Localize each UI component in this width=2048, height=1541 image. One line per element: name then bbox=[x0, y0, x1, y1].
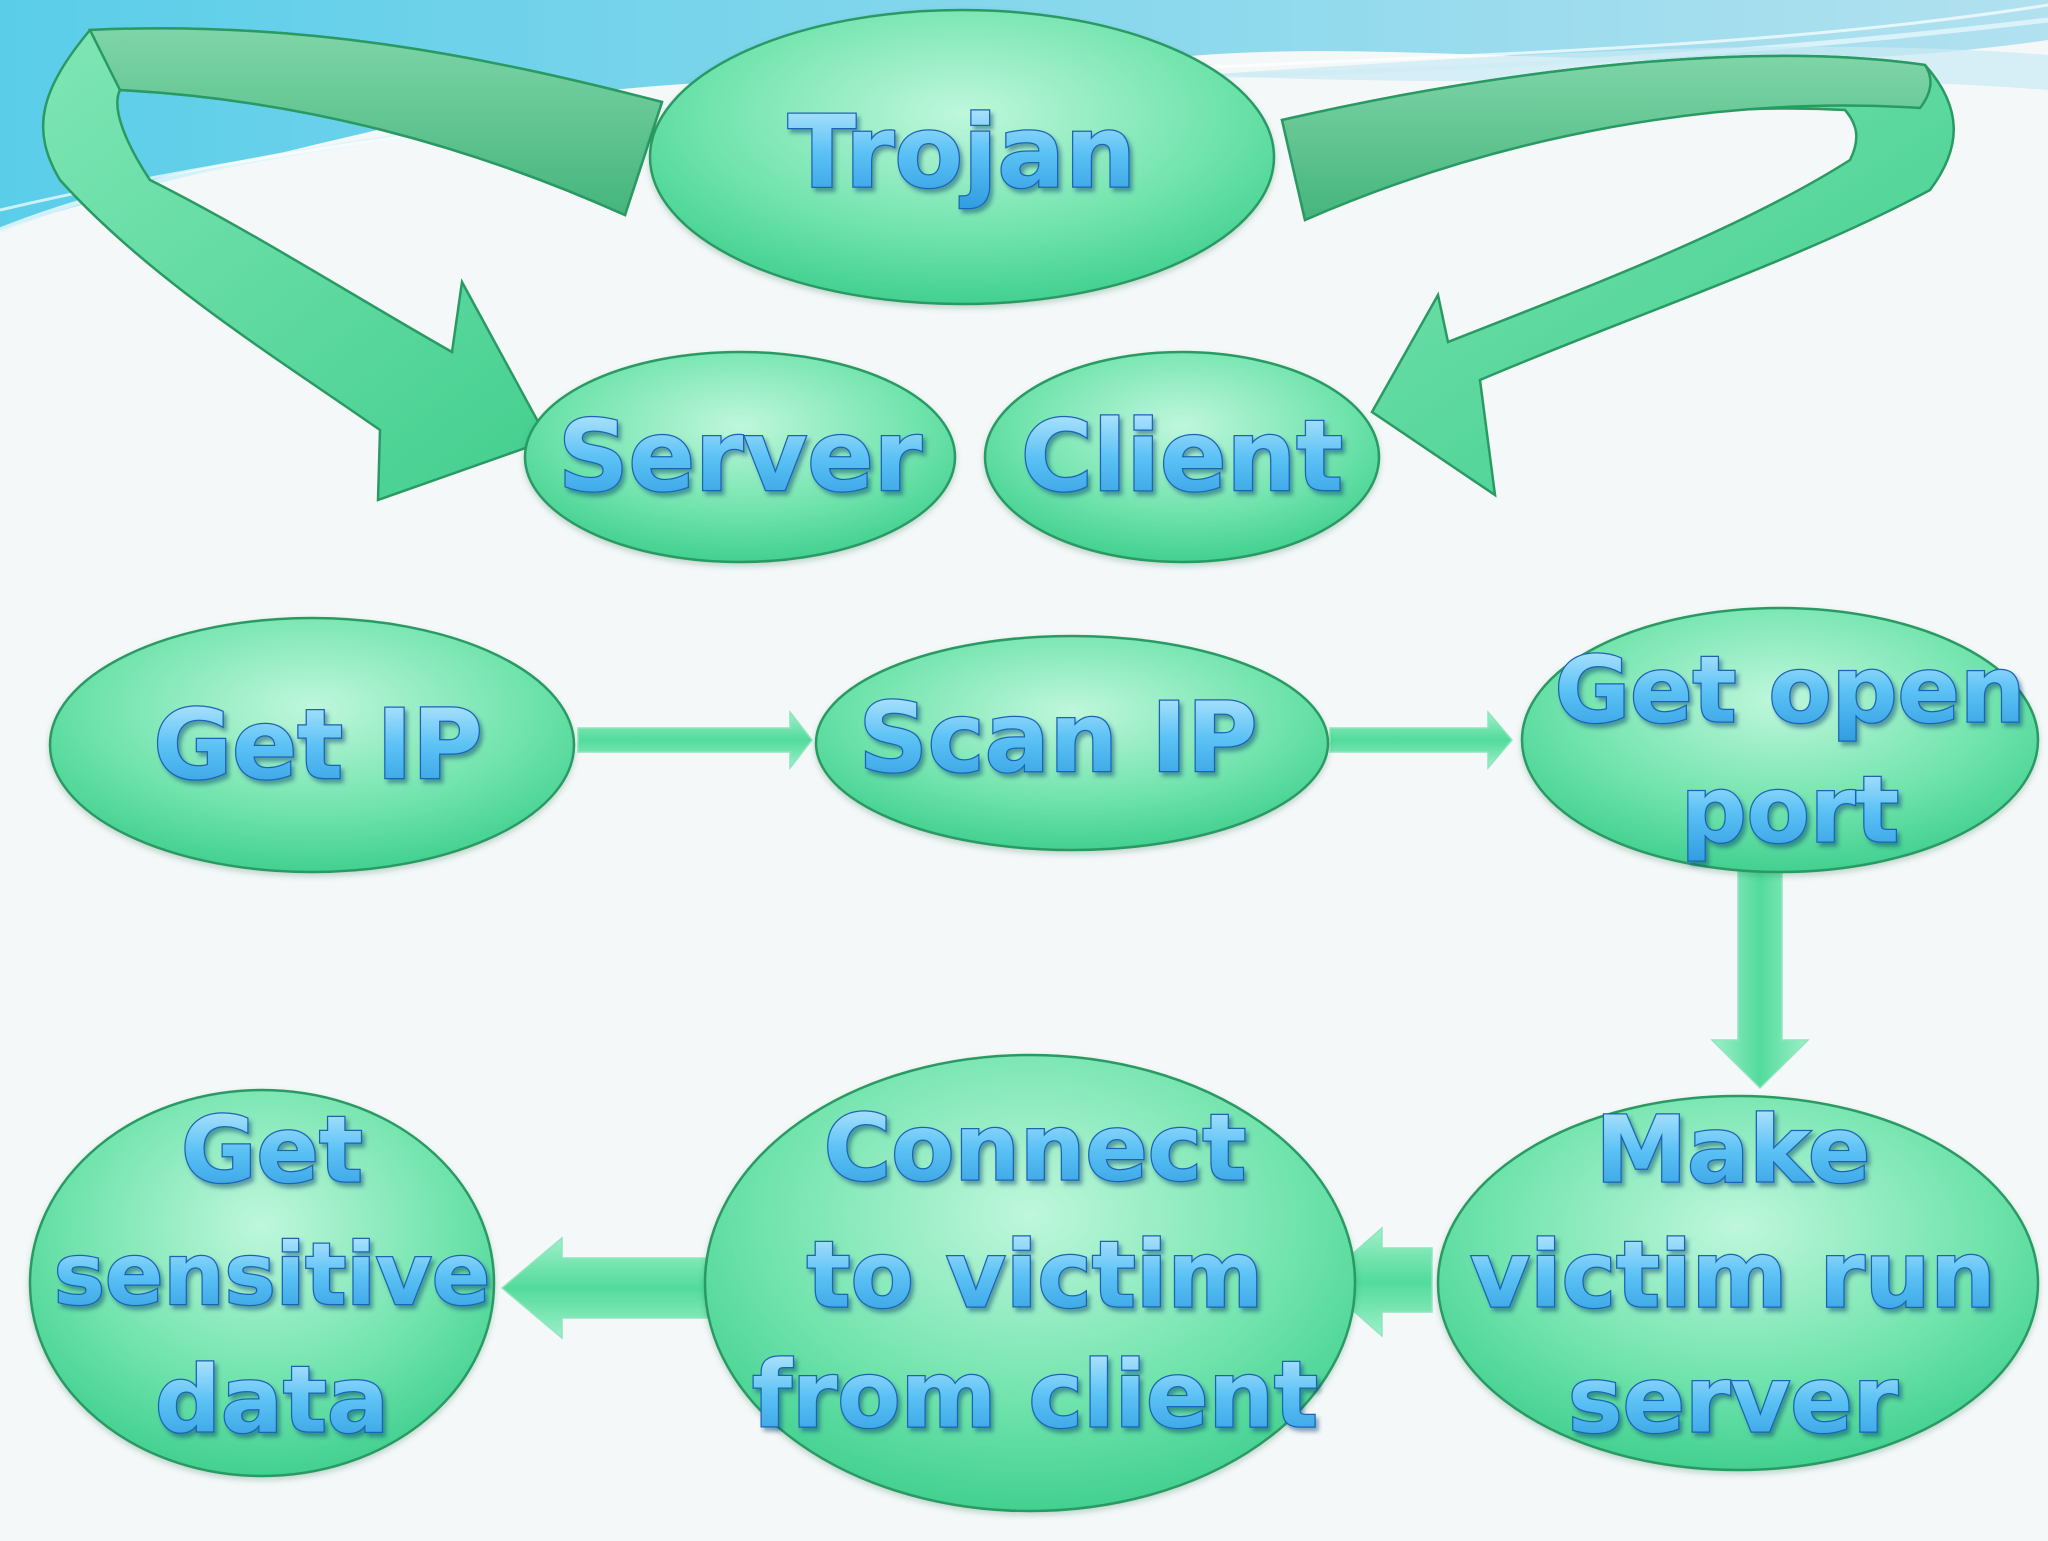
node-label-line-2: sensitive bbox=[54, 1225, 490, 1325]
trojan-left-curved-arrow bbox=[41, 27, 664, 502]
node-scan-ip: Scan IP bbox=[814, 634, 1330, 852]
node-label-line-1: Get open bbox=[1555, 637, 2026, 744]
node-connect-to-victim-from-client: Connect to victim from client bbox=[703, 1053, 1357, 1513]
trojan-right-curved-arrow bbox=[1280, 54, 1955, 498]
node-get-open-port: Get open port bbox=[1520, 606, 2040, 874]
node-server: Server bbox=[523, 350, 957, 564]
node-label: Client bbox=[1021, 400, 1343, 514]
node-label-line-1: Get bbox=[181, 1097, 363, 1204]
arrow-scanip-to-getopenport bbox=[1329, 709, 1513, 771]
node-label-line-2: to victim bbox=[807, 1222, 1264, 1329]
node-label: Get IP bbox=[153, 689, 482, 801]
node-get-sensitive-data: Get sensitive data bbox=[28, 1088, 496, 1478]
arrow-connect-to-getsensitivedata bbox=[500, 1236, 719, 1340]
node-label: Scan IP bbox=[859, 682, 1258, 794]
node-label-line-1: Make bbox=[1596, 1097, 1871, 1204]
arrow-getopenport-to-makevictim bbox=[1710, 867, 1810, 1090]
node-get-ip: Get IP bbox=[48, 616, 576, 874]
arrow-getip-to-scanip bbox=[577, 709, 813, 771]
node-label-line-3: data bbox=[155, 1347, 389, 1454]
node-label-line-3: from client bbox=[752, 1342, 1318, 1449]
node-label: Trojan bbox=[788, 94, 1136, 211]
node-label-line-2: port bbox=[1681, 757, 1899, 864]
node-trojan: Trojan bbox=[648, 8, 1276, 306]
node-label-line-1: Connect bbox=[824, 1095, 1247, 1202]
node-label-line-2: victim run bbox=[1470, 1222, 1996, 1329]
node-label: Server bbox=[558, 400, 923, 514]
node-make-victim-run-server: Make victim run server bbox=[1436, 1094, 2040, 1472]
node-client: Client bbox=[983, 350, 1381, 564]
node-label-line-3: server bbox=[1568, 1347, 1899, 1454]
